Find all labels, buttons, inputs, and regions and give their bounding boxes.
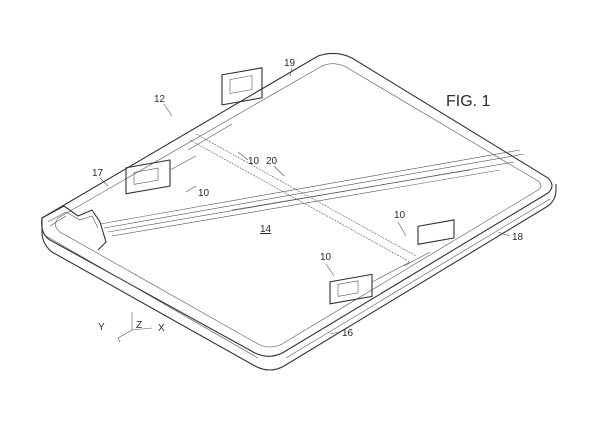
axis-label-x: X [158, 323, 165, 334]
axis-label-z: Z [136, 320, 142, 331]
ref-label-10-top: 10 [248, 156, 260, 167]
hinge-bottom-left [329, 261, 411, 305]
ref-label-19: 19 [284, 58, 296, 69]
axis-triad [117, 312, 153, 343]
figure-title: FIG. 1 [446, 93, 491, 110]
leader-lines [99, 67, 511, 335]
reflection-hatch [99, 149, 525, 237]
ref-label-12: 12 [154, 94, 166, 105]
hinge-bottom-right [403, 219, 455, 267]
ref-label-17: 17 [92, 168, 104, 179]
hinge-top-left [125, 155, 197, 195]
ref-label-16: 16 [342, 328, 354, 339]
device-top-face [41, 52, 553, 357]
axis-label-y: Y [98, 322, 105, 333]
ref-label-10-left: 10 [198, 188, 210, 199]
device-edge [41, 184, 557, 371]
ref-label-10-bottom: 10 [320, 252, 332, 263]
ref-label-10-right: 10 [394, 210, 406, 221]
ref-label-20: 20 [266, 156, 278, 167]
hinge-top-right [187, 67, 263, 151]
ref-label-14: 14 [260, 224, 272, 235]
ref-label-18: 18 [512, 232, 524, 243]
cutaway-region [41, 205, 107, 251]
